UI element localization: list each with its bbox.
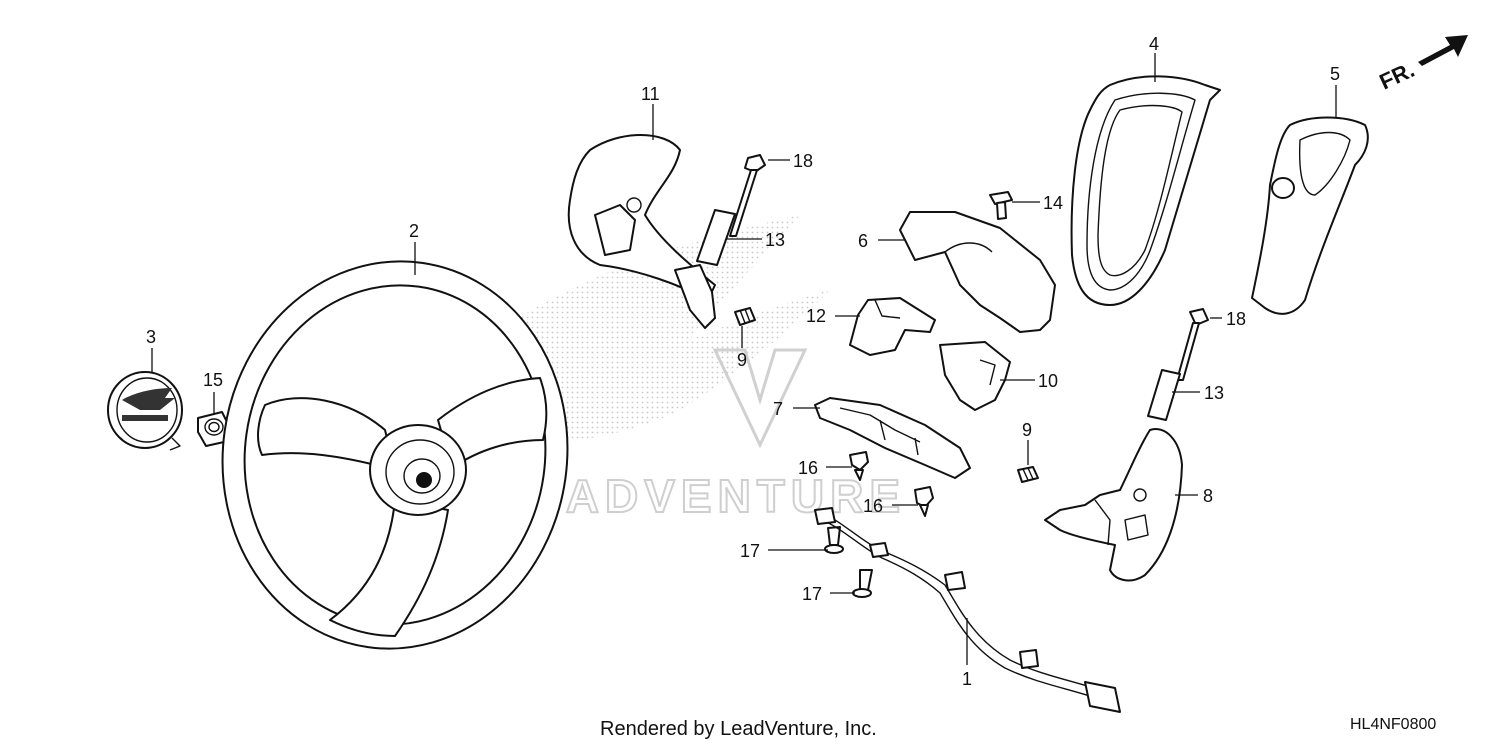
callout-14: 14	[1043, 193, 1063, 213]
callout-9-upper: 9	[737, 350, 747, 370]
direction-label: FR.	[1376, 57, 1419, 95]
part-screw-17a	[824, 526, 844, 554]
callouts: 1 2 3 4 5 6 7 8 9 9 10 11 12 13 13 14 15…	[146, 34, 1340, 689]
part-harness	[814, 507, 1121, 713]
part-cover-5	[1251, 116, 1369, 315]
part-bolt-right	[1176, 308, 1209, 381]
callout-16-upper: 16	[798, 458, 818, 478]
part-bracket-7	[814, 397, 971, 479]
leader-lines	[151, 53, 1337, 665]
callout-6: 6	[858, 231, 868, 251]
part-collar-upper	[696, 209, 736, 266]
part-cover-4	[1070, 75, 1221, 306]
callout-18-upper: 18	[793, 151, 813, 171]
honda-wing-icon	[122, 388, 175, 410]
callout-13-upper: 13	[765, 230, 785, 250]
part-bracket-10	[939, 341, 1011, 411]
part-right-cover	[1044, 428, 1183, 582]
part-screw	[989, 191, 1013, 220]
arrow-right-icon	[1418, 35, 1468, 66]
callout-5: 5	[1330, 64, 1340, 84]
callout-12: 12	[806, 306, 826, 326]
callout-1: 1	[962, 669, 972, 689]
callout-9-lower: 9	[1022, 420, 1032, 440]
part-clip-b	[914, 486, 934, 517]
steering-shaft-hole	[416, 472, 432, 488]
callout-8: 8	[1203, 486, 1213, 506]
part-clip-a	[849, 451, 869, 481]
callout-13-right: 13	[1204, 383, 1224, 403]
part-bracket-12	[849, 297, 936, 356]
callout-3: 3	[146, 327, 156, 347]
part-spring-lower	[1017, 466, 1039, 483]
part-left-cover	[567, 134, 716, 329]
callout-10: 10	[1038, 371, 1058, 391]
emblem-wordmark	[122, 415, 168, 421]
part-steering-wheel	[221, 260, 569, 650]
front-direction-indicator: FR.	[1376, 35, 1468, 95]
diagram-code: HL4NF0800	[1350, 716, 1437, 733]
part-screw-17b	[852, 569, 873, 598]
render-credit: Rendered by LeadVenture, Inc.	[600, 718, 877, 740]
part-cover-6	[899, 211, 1056, 333]
callout-4: 4	[1149, 34, 1159, 54]
part-collar-right	[1147, 369, 1181, 421]
callout-7: 7	[773, 399, 783, 419]
callout-18-right: 18	[1226, 309, 1246, 329]
watermark-v-logo	[712, 348, 808, 449]
callout-16-lower: 16	[863, 496, 883, 516]
callout-17-lower: 17	[802, 584, 822, 604]
part-emblem	[107, 371, 183, 451]
part-spring-upper	[734, 307, 756, 326]
callout-2: 2	[409, 221, 419, 241]
callout-17-upper: 17	[740, 541, 760, 561]
callout-15: 15	[203, 370, 223, 390]
part-bolt-upper	[729, 154, 766, 237]
callout-11: 11	[641, 84, 660, 104]
